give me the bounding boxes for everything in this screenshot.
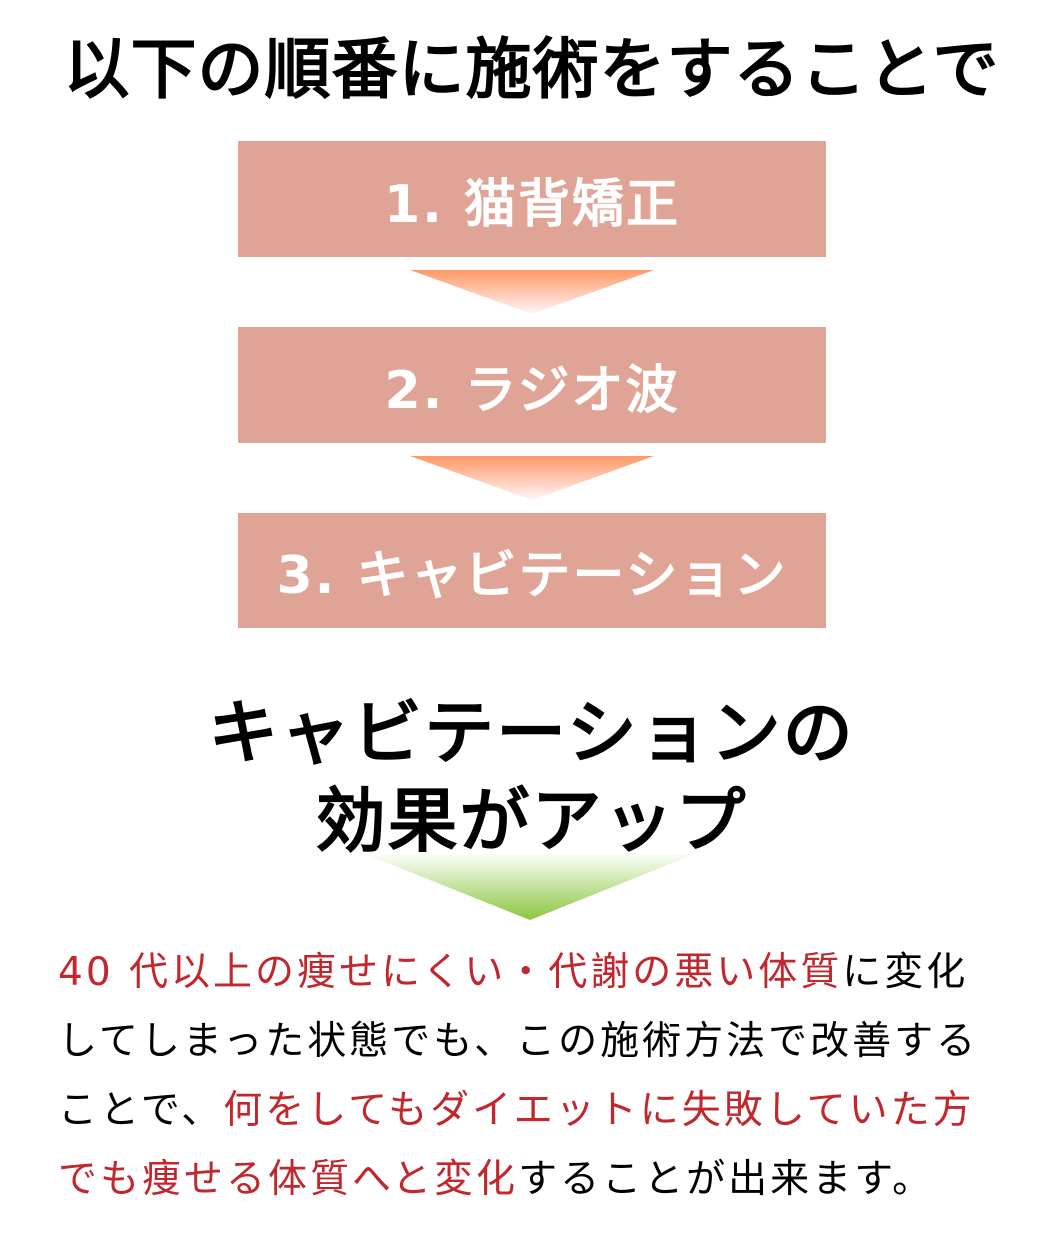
step-1-label: 1. 猫背矯正 — [383, 174, 681, 235]
step-2-label: 2. ラジオ波 — [384, 360, 680, 421]
down-arrow-icon — [410, 456, 654, 500]
step-3-label: 3. キャビテーション — [276, 546, 788, 606]
highlight-text: でも痩せる体質へと変化 — [58, 1157, 519, 1202]
description-line: でも痩せる体質へと変化することが出来ます。 — [58, 1145, 1018, 1214]
description-line: 40 代以上の痩せにくい・代謝の悪い体質に変化 — [58, 938, 1018, 1007]
down-arrow-green-icon — [360, 852, 700, 920]
description-line: ことで、何をしてもダイエットに失敗していた方 — [58, 1076, 1018, 1145]
body-text: することが出来ます。 — [518, 1157, 935, 1202]
step-2-box: 2. ラジオ波 — [238, 327, 826, 443]
step-3-box: 3. キャビテーション — [238, 513, 826, 628]
page-title: 以下の順番に施術をすることで — [63, 31, 1000, 108]
body-text: ことで、 — [58, 1088, 224, 1133]
down-arrow-icon — [410, 270, 654, 314]
description-line: してしまった状態でも、この施術方法で改善する — [58, 1007, 1018, 1076]
body-text: してしまった状態でも、この施術方法で改善する — [58, 1019, 979, 1064]
result-heading-line2: 効果がアップ — [315, 780, 748, 862]
body-text: に変化 — [842, 950, 969, 995]
highlight-text: 40 代以上の痩せにくい・代謝の悪い体質 — [58, 950, 843, 995]
highlight-text: 何をしてもダイエットに失敗していた方 — [223, 1088, 975, 1133]
step-1-box: 1. 猫背矯正 — [238, 141, 826, 257]
result-heading-line1: キャビテーションの — [208, 692, 855, 774]
description-paragraph: 40 代以上の痩せにくい・代謝の悪い体質に変化 してしまった状態でも、この施術方… — [58, 938, 1018, 1214]
